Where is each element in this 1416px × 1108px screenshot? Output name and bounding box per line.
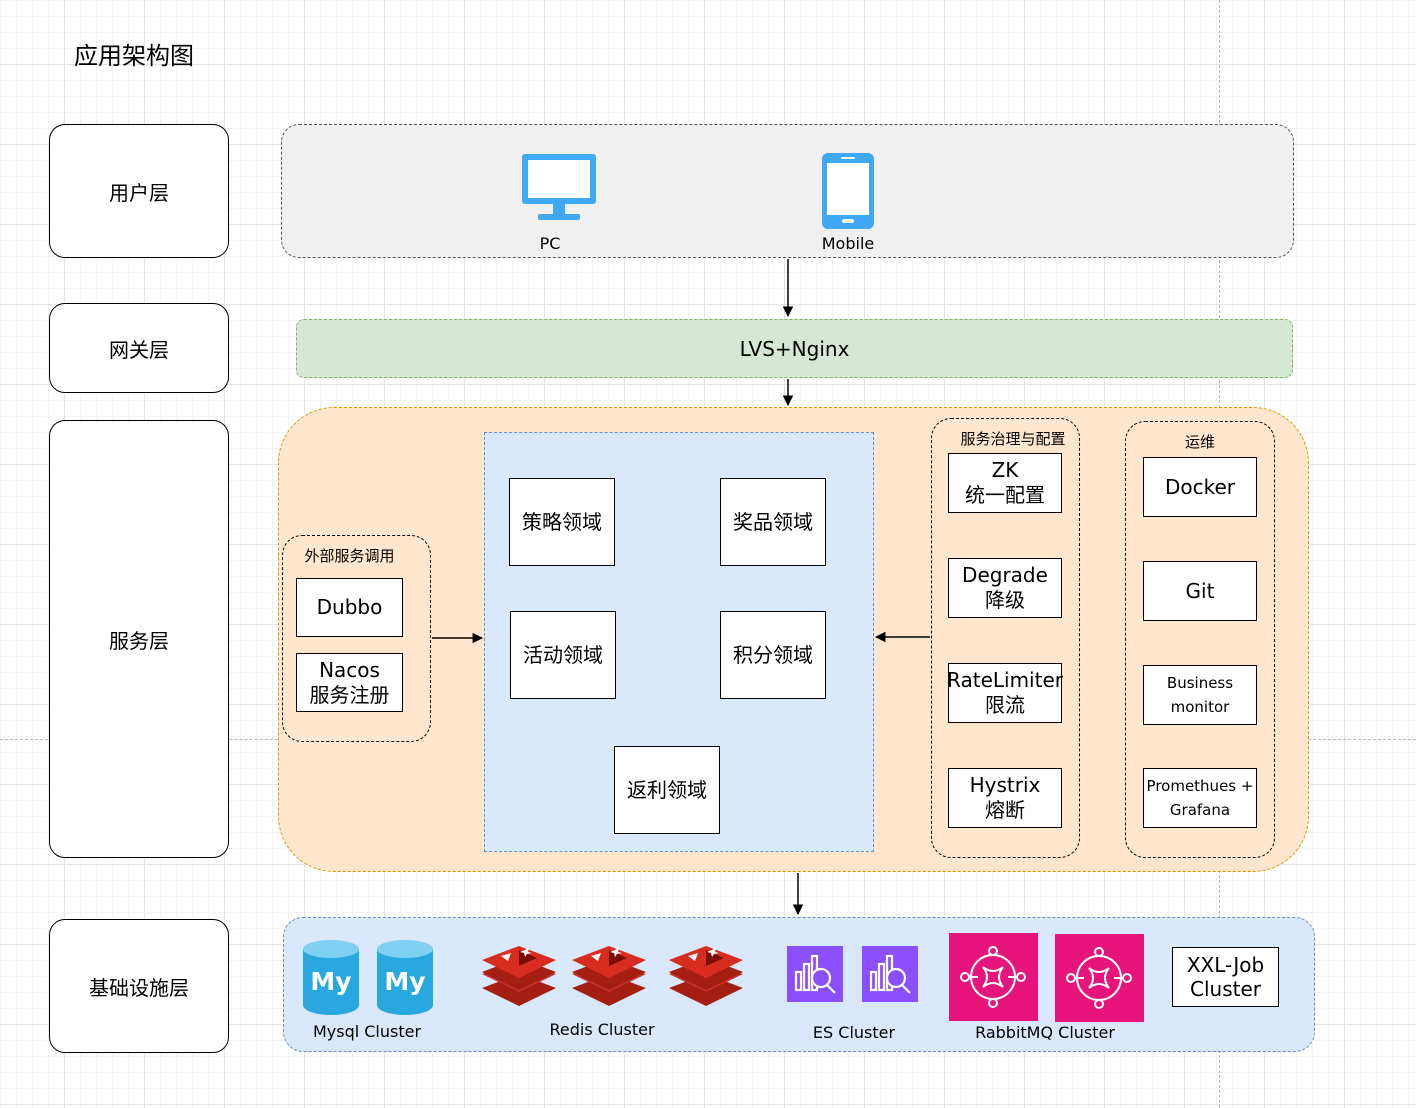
xxljob-line2: Cluster	[1190, 977, 1261, 1001]
rebate-domain-node[interactable]: 返利领域	[614, 746, 720, 834]
mysql-icon-text: My	[310, 967, 351, 996]
diagram-title: 应用架构图	[74, 42, 194, 70]
xxljob-line1: XXL-Job	[1186, 953, 1265, 977]
nacos-node[interactable]: Nacos 服务注册	[296, 653, 403, 712]
external-services-group	[282, 535, 431, 742]
external-services-title: 外部服务调用	[304, 547, 395, 565]
redis-icon	[572, 946, 646, 1006]
smartphone-icon	[822, 153, 874, 229]
activity-domain-node[interactable]: 活动领域	[510, 611, 616, 699]
rabbitmq-icon	[1055, 934, 1144, 1022]
rabbitmq-cluster-label: RabbitMQ Cluster	[975, 1023, 1115, 1042]
zk-config-node[interactable]: ZK 统一配置	[948, 453, 1062, 513]
es-cluster-label: ES Cluster	[812, 1023, 896, 1042]
degrade-line2: 降级	[985, 588, 1025, 612]
user-layer-container[interactable]	[281, 124, 1294, 258]
governance-title: 服务治理与配置	[960, 430, 1066, 448]
redis-cluster-label: Redis Cluster	[549, 1020, 655, 1039]
mysql-database-icon: My	[377, 940, 433, 1015]
nacos-line2: 服务注册	[309, 682, 390, 707]
pc-label: PC	[539, 234, 561, 253]
elasticsearch-icon	[862, 946, 918, 1002]
docker-node[interactable]: Docker	[1143, 457, 1257, 517]
strategy-domain-node[interactable]: 策略领域	[509, 478, 615, 566]
zk-line1: ZK	[991, 458, 1019, 482]
prometheus-line2: Grafana	[1169, 801, 1231, 819]
elasticsearch-icon	[787, 946, 843, 1002]
mobile-label: Mobile	[821, 234, 875, 253]
prometheus-line1: Promethues +	[1146, 777, 1254, 795]
rabbitmq-icon	[949, 933, 1038, 1021]
ratelimiter-node[interactable]: RateLimiter 限流	[947, 663, 1063, 723]
hystrix-node[interactable]: Hystrix 熔断	[948, 768, 1062, 828]
layer-label-gateway[interactable]: 网关层	[49, 303, 229, 393]
governance-group	[931, 418, 1080, 858]
nacos-line1: Nacos	[319, 657, 380, 682]
ratelimiter-line2: 限流	[985, 693, 1025, 717]
credit-domain-node[interactable]: 积分领域	[720, 611, 826, 699]
dubbo-node[interactable]: Dubbo	[296, 578, 403, 637]
ratelimiter-line1: RateLimiter	[947, 668, 1063, 692]
business-monitor-node[interactable]: Business monitor	[1143, 665, 1257, 725]
award-domain-node[interactable]: 奖品领域	[720, 478, 826, 566]
monitor-icon	[522, 154, 596, 220]
business-line1: Business	[1166, 674, 1234, 692]
prometheus-grafana-node[interactable]: Promethues + Grafana	[1143, 768, 1257, 828]
redis-icon	[482, 946, 556, 1006]
redis-icon	[669, 946, 743, 1006]
mysql-cluster-label: Mysql Cluster	[312, 1022, 422, 1041]
gateway-lvs-nginx[interactable]: LVS+Nginx	[296, 319, 1293, 378]
ops-title: 运维	[1184, 433, 1215, 451]
zk-line2: 统一配置	[965, 483, 1045, 507]
git-node[interactable]: Git	[1143, 561, 1257, 621]
layer-label-service[interactable]: 服务层	[49, 420, 229, 858]
degrade-line1: Degrade	[962, 563, 1048, 587]
degrade-node[interactable]: Degrade 降级	[948, 558, 1062, 618]
business-line2: monitor	[1170, 698, 1230, 716]
mysql-icon-text: My	[384, 967, 425, 996]
hystrix-line2: 熔断	[985, 798, 1025, 822]
xxljob-cluster-node[interactable]: XXL-Job Cluster	[1172, 947, 1279, 1007]
ops-group	[1125, 421, 1275, 858]
hystrix-line1: Hystrix	[969, 773, 1041, 797]
layer-label-infra[interactable]: 基础设施层	[49, 919, 229, 1053]
mysql-database-icon: My	[303, 940, 359, 1015]
layer-label-user[interactable]: 用户层	[49, 124, 229, 258]
